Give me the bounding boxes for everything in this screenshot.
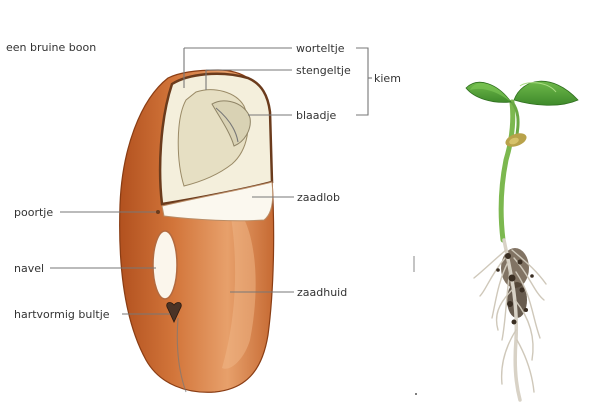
- bean-seed: [119, 69, 275, 393]
- label-kiem: kiem: [374, 72, 401, 85]
- label-blaadje: blaadje: [296, 109, 337, 122]
- micropyle: [156, 210, 160, 214]
- label-navel: navel: [14, 262, 44, 275]
- right-leaf: [513, 80, 579, 106]
- label-zaadhuid: zaadhuid: [297, 286, 347, 299]
- label-zaadlob: zaadlob: [297, 191, 340, 204]
- blaadje-shape: [211, 100, 251, 147]
- diagram-title: een bruine boon: [6, 41, 96, 54]
- seedling-illustration: [413, 80, 579, 402]
- label-worteltje: worteltje: [296, 42, 345, 55]
- label-hartvormig-bultje: hartvormig bultje: [14, 308, 110, 321]
- label-poortje: poortje: [14, 206, 53, 219]
- heart-bump: [166, 302, 182, 323]
- hilum: [152, 230, 178, 300]
- label-stengeltje: stengeltje: [296, 64, 351, 77]
- cotyledon: [161, 181, 274, 222]
